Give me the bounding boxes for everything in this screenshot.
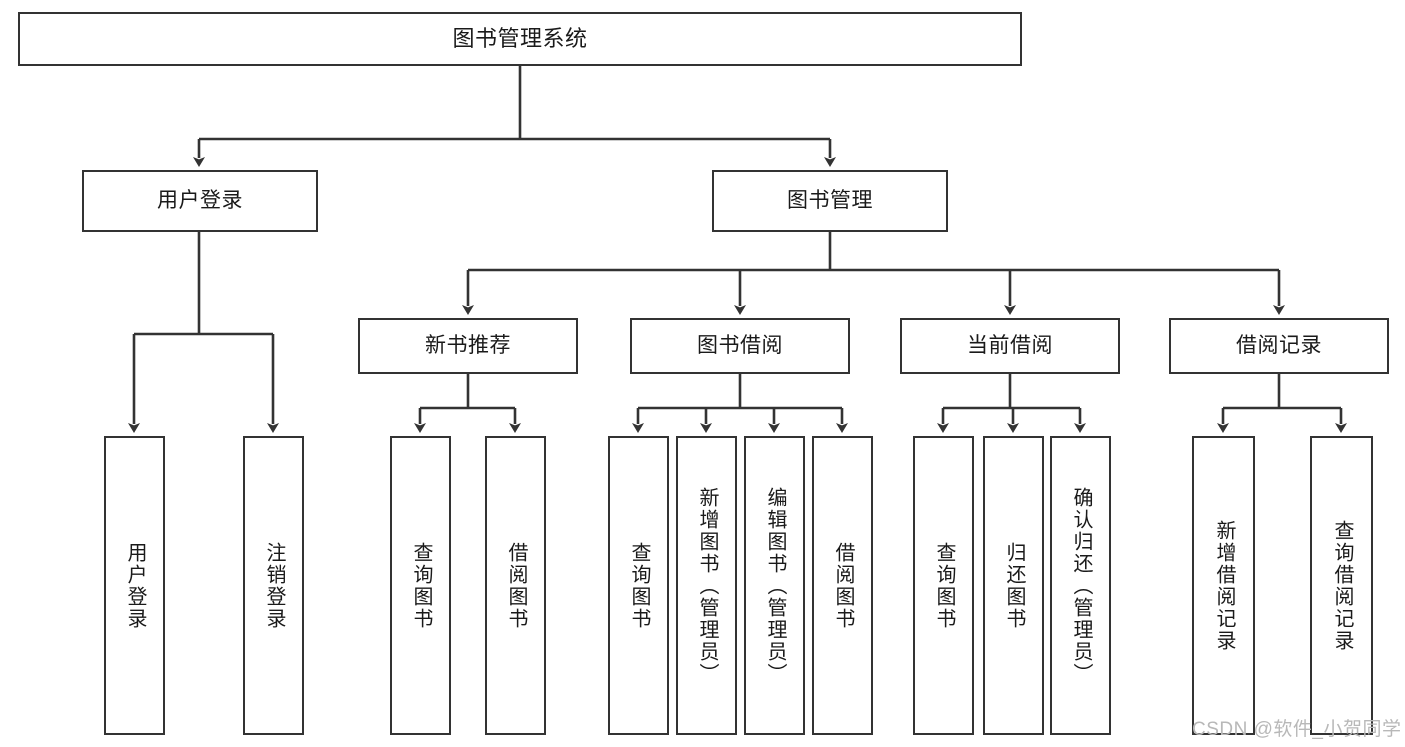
- node-book-manage[interactable]: 图书管理: [712, 170, 948, 232]
- node-leaf-borrow-book-2[interactable]: 借阅图书: [812, 436, 873, 735]
- node-leaf-query-book-3-label: 查询图书: [933, 541, 955, 630]
- node-borrow-record-label: 借阅记录: [1236, 333, 1322, 357]
- node-leaf-user-login[interactable]: 用户登录: [104, 436, 165, 735]
- node-leaf-query-book-2-label: 查询图书: [628, 541, 650, 630]
- node-leaf-user-logout-label: 注销登录: [263, 541, 285, 630]
- node-leaf-borrow-book-2-label: 借阅图书: [832, 541, 854, 630]
- node-leaf-query-book-2[interactable]: 查询图书: [608, 436, 669, 735]
- node-leaf-user-logout[interactable]: 注销登录: [243, 436, 304, 735]
- node-leaf-add-book[interactable]: 新增图书（管理员）: [676, 436, 737, 735]
- node-leaf-return-book-label: 归还图书: [1003, 541, 1025, 630]
- node-leaf-query-book-1-label: 查询图书: [410, 541, 432, 630]
- node-leaf-query-record-label: 查询借阅记录: [1331, 519, 1353, 652]
- node-leaf-confirm-return[interactable]: 确认归还（管理员）: [1050, 436, 1111, 735]
- node-current-borrow[interactable]: 当前借阅: [900, 318, 1120, 374]
- node-leaf-confirm-return-label: 确认归还（管理员）: [1070, 486, 1092, 685]
- node-leaf-borrow-book-1-label: 借阅图书: [505, 541, 527, 630]
- node-leaf-query-book-1[interactable]: 查询图书: [390, 436, 451, 735]
- node-leaf-borrow-book-1[interactable]: 借阅图书: [485, 436, 546, 735]
- node-leaf-query-record[interactable]: 查询借阅记录: [1310, 436, 1373, 735]
- node-user-login-label: 用户登录: [157, 188, 243, 212]
- node-new-book-recommend[interactable]: 新书推荐: [358, 318, 578, 374]
- node-new-book-recommend-label: 新书推荐: [425, 333, 511, 357]
- node-leaf-add-record-label: 新增借阅记录: [1213, 519, 1235, 652]
- node-leaf-query-book-3[interactable]: 查询图书: [913, 436, 974, 735]
- node-leaf-add-book-label: 新增图书（管理员）: [696, 486, 718, 685]
- node-book-borrow[interactable]: 图书借阅: [630, 318, 850, 374]
- node-root[interactable]: 图书管理系统: [18, 12, 1022, 66]
- node-book-borrow-label: 图书借阅: [697, 333, 783, 357]
- node-user-login[interactable]: 用户登录: [82, 170, 318, 232]
- node-book-manage-label: 图书管理: [787, 188, 873, 212]
- node-current-borrow-label: 当前借阅: [967, 333, 1053, 357]
- node-leaf-return-book[interactable]: 归还图书: [983, 436, 1044, 735]
- node-leaf-edit-book-label: 编辑图书（管理员）: [764, 486, 786, 685]
- node-root-label: 图书管理系统: [452, 26, 588, 52]
- node-leaf-edit-book[interactable]: 编辑图书（管理员）: [744, 436, 805, 735]
- node-borrow-record[interactable]: 借阅记录: [1169, 318, 1389, 374]
- node-leaf-user-login-label: 用户登录: [124, 541, 146, 630]
- node-leaf-add-record[interactable]: 新增借阅记录: [1192, 436, 1255, 735]
